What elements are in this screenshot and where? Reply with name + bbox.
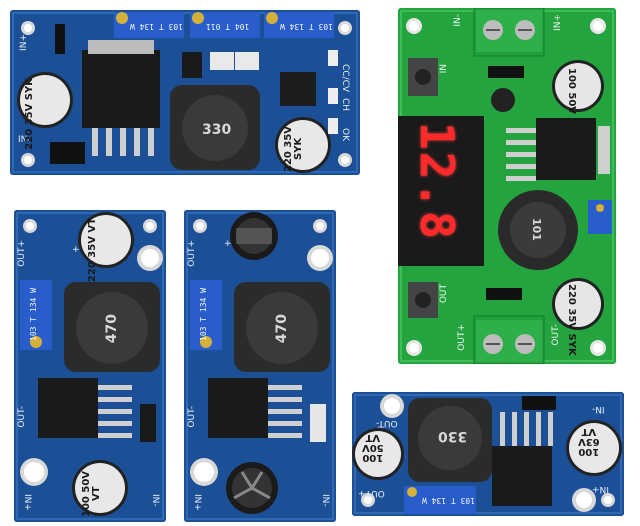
label-out-minus: OUT- <box>551 324 561 346</box>
label-out-plus: OUT+ <box>457 324 467 351</box>
cap-top-text: 220 35V VT <box>87 218 98 283</box>
label-out-minus: OUT- <box>17 406 27 428</box>
label-in: IN <box>439 64 449 74</box>
label-out-plus: OUT+ <box>17 240 27 267</box>
inductor-label: 470 <box>104 314 120 344</box>
label-in-minus: IN- <box>320 494 330 507</box>
label-in-minus: IN- <box>150 494 160 507</box>
cap-left-text: 220 35V SYK <box>24 78 35 150</box>
board-mid-left: OUT+ OUT- IN+ IN- + 220 35V VT 100 50V V… <box>14 210 166 522</box>
board-green-art <box>398 8 616 364</box>
label-out-plus: OUT+ <box>358 488 385 498</box>
board-mid-center-art <box>184 210 336 522</box>
inductor-label: 470 <box>274 314 290 344</box>
label-out-plus: OUT+ <box>187 240 197 267</box>
board-bottom-right-art <box>352 392 624 516</box>
label-out: OUT <box>439 284 449 304</box>
label-in-plus: IN+ <box>592 484 609 494</box>
label-in-minus: IN- <box>592 404 605 414</box>
inductor-label: 330 <box>202 122 232 138</box>
inductor-label: 330 <box>438 428 468 444</box>
board-mid-center: OUT+ OUT- IN+ IN- + 470 103 T 134 W <box>184 210 336 522</box>
cap-bottom-text: 220 35V SYK <box>566 284 577 356</box>
trim-label: 103 T 134 W <box>199 288 208 341</box>
label-in-minus: IN- <box>453 14 463 27</box>
board-green: IN- IN+ IN OUT OUT+ OUT- 12.8 100 50V SY… <box>398 8 616 364</box>
label-in-plus: IN+ <box>553 14 563 31</box>
label-in-plus: IN+ <box>22 494 32 511</box>
label-out-minus: OUT- <box>376 418 398 428</box>
label-out-minus: OUT- <box>187 406 197 428</box>
inductor-label: 101 <box>530 218 543 241</box>
trim-1-label: 103 T 134 W <box>130 22 183 31</box>
cap-right-text: 220 35V SYK <box>283 125 304 172</box>
board-top-left: IN+ IN- CC/CV CH OK 220 35V SYK 220 35V … <box>10 10 360 175</box>
trim-3-label: 103 T 134 W <box>280 22 333 31</box>
label-in-plus: IN+ <box>19 34 29 51</box>
label-ok: OK <box>340 128 350 141</box>
cap-top-text: 100 50V SYK <box>566 68 577 140</box>
trim-label: 103 T 134 W <box>422 496 475 505</box>
trim-2-label: 104 T 011 <box>206 22 250 31</box>
label-plus: + <box>72 245 80 255</box>
voltage-display: 12.8 <box>410 122 464 241</box>
cap-bottom-text: 100 50V VT <box>81 471 102 518</box>
label-plus: + <box>224 239 232 249</box>
board-top-left-art <box>10 10 360 175</box>
board-mid-left-art <box>14 210 166 522</box>
label-in-minus: IN- <box>18 135 31 145</box>
label-ch: CH <box>340 98 350 112</box>
label-cc-cv: CC/CV <box>340 64 350 93</box>
trim-label: 103 T 134 W <box>29 288 38 341</box>
label-in-plus: IN+ <box>192 494 202 511</box>
